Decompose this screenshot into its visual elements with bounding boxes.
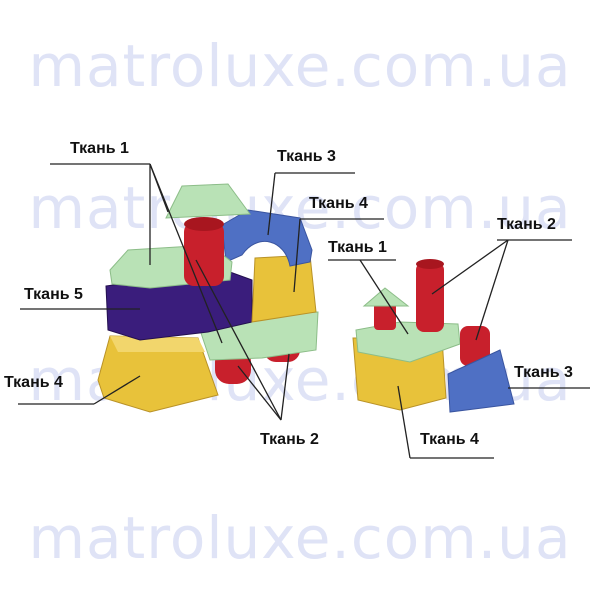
leader-line xyxy=(431,239,509,295)
leader-lines xyxy=(18,163,590,459)
label-fabric-2: Ткань 2 xyxy=(260,431,319,448)
label-fabric-1: Ткань 1 xyxy=(328,239,387,256)
label-fabric-1: Ткань 1 xyxy=(70,140,129,157)
label-fabric-4: Ткань 4 xyxy=(4,374,63,391)
blue-triangle-block xyxy=(447,349,515,413)
leader-line xyxy=(267,172,276,236)
label-fabric-2: Ткань 2 xyxy=(497,216,556,233)
left-train xyxy=(97,183,319,413)
leader-line xyxy=(149,163,223,344)
leader-line xyxy=(293,218,301,293)
red-short-cylinder xyxy=(460,326,490,366)
yellow-cube xyxy=(251,254,317,323)
leader-line xyxy=(93,375,141,405)
label-fabric-5: Ткань 5 xyxy=(24,286,83,303)
red-tall-cylinder-top xyxy=(416,259,444,269)
label-fabric-3: Ткань 3 xyxy=(514,364,573,381)
green-small-roof xyxy=(362,287,410,307)
right-train xyxy=(352,259,515,413)
label-fabric-4: Ткань 4 xyxy=(309,195,368,212)
label-fabric-3: Ткань 3 xyxy=(277,148,336,165)
red-tall-cylinder xyxy=(416,262,444,332)
blue-arch xyxy=(221,209,313,267)
red-chimney xyxy=(184,222,224,286)
yellow-base-block-top xyxy=(110,336,205,352)
leader-line xyxy=(195,259,282,421)
leader-line xyxy=(237,365,282,421)
red-small-cylinder xyxy=(374,302,396,330)
red-chimney-top xyxy=(184,217,224,231)
leader-line xyxy=(280,353,290,421)
label-fabric-4: Ткань 4 xyxy=(420,431,479,448)
leader-line xyxy=(397,385,411,459)
green-roof xyxy=(165,183,251,219)
leader-line xyxy=(475,239,509,341)
leader-line xyxy=(359,259,409,335)
